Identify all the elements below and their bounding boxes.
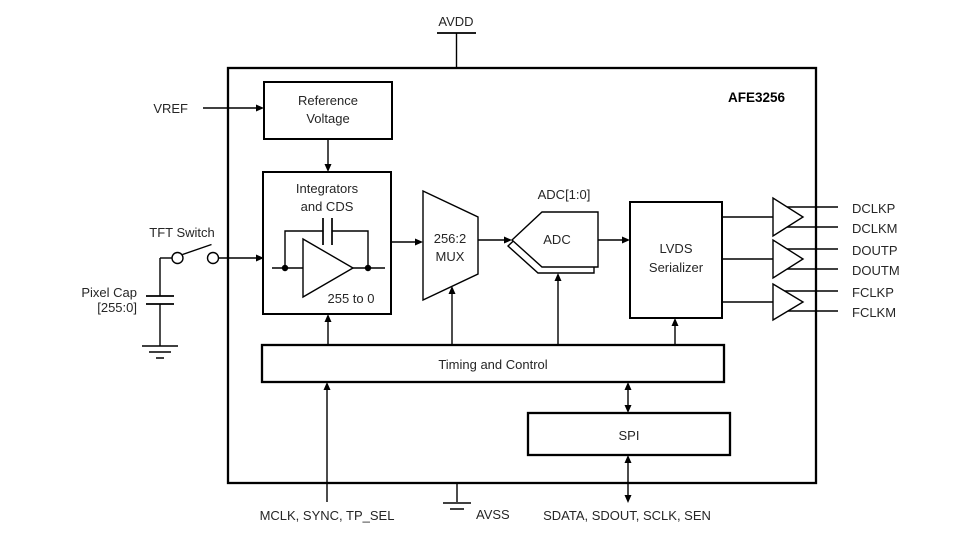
output-label-dclkm: DCLKM	[852, 221, 898, 236]
timing-to-lvds-arrowhead	[671, 318, 679, 326]
mux-to-adc-arrowhead	[504, 236, 512, 244]
pixel-cap-icon	[146, 258, 174, 346]
reference-voltage-label-line2: Voltage	[306, 111, 349, 126]
part-number-label: AFE3256	[728, 90, 786, 105]
ref-to-integrators-arrowhead	[324, 164, 332, 172]
pixel-ground-icon	[142, 345, 178, 359]
switch-to-integrators-arrowhead	[256, 254, 264, 262]
integrators-label-line1: Integrators	[296, 181, 359, 196]
output-label-dclkp: DCLKP	[852, 201, 895, 216]
integrators-to-mux-arrowhead	[415, 238, 423, 246]
timing-spi-arrowhead-down	[624, 405, 632, 413]
output-node-dot	[364, 264, 372, 272]
vref-arrowhead	[256, 104, 264, 112]
output-label-fclkp: FCLKP	[852, 285, 894, 300]
timing-to-mux-arrowhead	[448, 286, 456, 294]
integrator-opamp-icon	[272, 218, 385, 299]
feedback-wire-left	[284, 230, 323, 268]
input-node-dot	[281, 264, 289, 272]
spi-pins-arrowhead-down	[624, 495, 632, 503]
control-pins-arrowhead	[323, 382, 331, 390]
reference-voltage-block	[263, 81, 393, 140]
adc-to-lvds-arrowhead	[622, 236, 630, 244]
mux-label-line2: MUX	[436, 249, 465, 264]
output-label-doutp: DOUTP	[852, 243, 898, 258]
lvds-pair-wires	[781, 206, 838, 312]
lvds-label-line2: Serializer	[649, 260, 704, 275]
avdd-label: AVDD	[438, 14, 473, 29]
adc-label: ADC	[543, 232, 570, 247]
timing-control-label: Timing and Control	[438, 357, 547, 372]
spi-pins-arrowhead-up	[624, 455, 632, 463]
output-label-doutm: DOUTM	[852, 263, 900, 278]
mux-block	[422, 189, 479, 302]
integrators-range-label: 255 to 0	[328, 291, 375, 306]
lvds-serializer-block	[629, 201, 723, 319]
timing-spi-arrowhead-up	[624, 382, 632, 390]
adc-bus-label: ADC[1:0]	[538, 187, 591, 202]
mux-label-line1: 256:2	[434, 231, 467, 246]
avdd-rail-icon	[437, 32, 476, 68]
vref-label: VREF	[153, 101, 188, 116]
integrators-label-line2: and CDS	[301, 199, 354, 214]
switch-pole-circle	[171, 251, 184, 265]
timing-to-integrators-arrowhead	[324, 314, 332, 322]
timing-to-adc-arrowhead	[554, 273, 562, 281]
feedback-wire-right	[332, 230, 369, 268]
tft-switch-icon	[160, 243, 220, 265]
spi-block	[526, 411, 732, 457]
pixel-cap-label-line2: [255:0]	[97, 300, 137, 315]
switch-lever	[182, 243, 212, 256]
avss-label: AVSS	[476, 507, 510, 522]
avss-ground-icon	[443, 483, 471, 510]
reference-voltage-label-line1: Reference	[298, 93, 358, 108]
pixel-cap-label-line1: Pixel Cap	[81, 285, 137, 300]
tft-switch-label: TFT Switch	[149, 225, 215, 240]
spi-pins-label: SDATA, SDOUT, SCLK, SEN	[543, 508, 711, 523]
lvds-label-line1: LVDS	[660, 241, 693, 256]
spi-label: SPI	[619, 428, 640, 443]
timing-control-block	[260, 343, 726, 384]
control-pins-label: MCLK, SYNC, TP_SEL	[260, 508, 395, 523]
switch-throw-circle	[206, 251, 220, 265]
output-label-fclkm: FCLKM	[852, 305, 896, 320]
